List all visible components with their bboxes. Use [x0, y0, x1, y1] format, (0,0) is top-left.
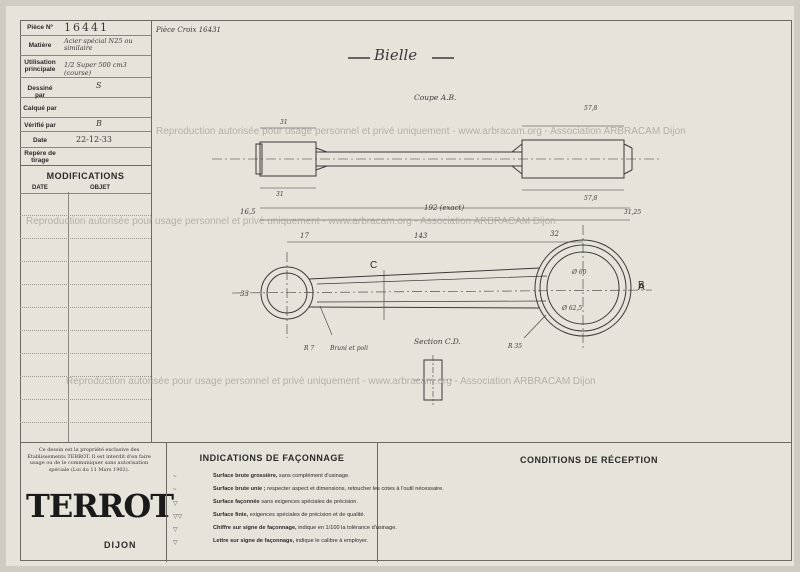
dim-right-offset: 31,25	[624, 209, 641, 216]
finish-symbol-icon: ▽	[173, 501, 178, 507]
dim-radius-35: R 35	[507, 343, 522, 350]
indication-row: ~ Surface brute unie ; respecter aspect …	[167, 486, 444, 498]
usage-value: 1/2 Super 500 cm3 (course)	[64, 61, 127, 77]
indication-bold: Lettre sur signe de façonnage,	[213, 538, 295, 544]
material-value: Acier spécial N25 ou similaire	[64, 37, 133, 52]
column-date: DATE	[32, 185, 48, 191]
dim-total-length: 192 (exact)	[424, 204, 464, 212]
part-reference: Pièce Croix 16431	[155, 26, 221, 34]
title-row-dessine: Dessiné par S	[20, 78, 151, 99]
date-value: 22-12-33	[76, 135, 112, 144]
mod-rule	[20, 330, 151, 331]
indication-bold: Chiffre sur signe de façonnage,	[213, 525, 297, 531]
drawing-title: Bielle	[373, 46, 417, 64]
indication-row: ▽ Surface façonnée sans exigences spécia…	[167, 499, 377, 511]
checked-by-value: B	[96, 119, 102, 128]
dim-top-31: 31	[280, 119, 288, 126]
watermark: Reproduction autorisée pour usage person…	[66, 376, 596, 387]
section-mark-c: C	[370, 260, 377, 271]
indications-panel: INDICATIONS DE FAÇONNAGE ~ Surface brute…	[166, 443, 444, 562]
indication-row: ▽ Chiffre sur signe de façonnage, indiqu…	[167, 525, 397, 537]
sheet-frame	[20, 20, 792, 561]
dim-inner-length: 143	[414, 232, 428, 240]
mod-rule	[20, 399, 151, 400]
mod-rule	[20, 353, 151, 354]
indication-text: sans complément d'usinage.	[278, 473, 350, 479]
indication-bold: Surface brute grossière,	[213, 473, 278, 479]
indication-row: ▽ Lettre sur signe de façonnage, indique…	[167, 538, 377, 550]
mod-rule	[20, 376, 151, 377]
dim-diameter-625: Ø 62,5	[561, 305, 582, 312]
mod-rule	[20, 215, 151, 216]
column-divider	[68, 192, 69, 442]
technical-drawing: Pièce Croix 16431 Bielle Coupe A.B. Sect…	[155, 26, 662, 405]
title-row-matiere: Matière Acier spécial N25 ou similaire	[20, 36, 151, 56]
title-row-usage: Utilisation principale 1/2 Super 500 cm3…	[20, 56, 151, 78]
title-label: Utilisation principale	[24, 59, 56, 73]
copyright-notice: Ce dessin est la propriété exclusive des…	[27, 447, 151, 473]
title-row-piece: Pièce Nº 16441	[20, 20, 151, 36]
finish-symbol-icon: ~	[173, 474, 177, 480]
dim-diameter-60: Ø 60	[571, 269, 587, 276]
section-mark-a: A	[638, 282, 645, 293]
watermark: Reproduction autorisée pour usage person…	[156, 126, 686, 137]
finish-symbol-icon: ▽	[173, 527, 178, 533]
dim-small-end: 17	[300, 232, 309, 240]
mod-rule	[20, 422, 151, 423]
section-cd-label: Section C.D.	[414, 337, 461, 346]
section-ab-label: Coupe A.B.	[414, 93, 456, 102]
indications-title: INDICATIONS DE FAÇONNAGE	[199, 453, 345, 463]
mod-rule	[20, 238, 151, 239]
modifications-title: MODIFICATIONS	[46, 171, 125, 181]
drawing-sheet: Pièce Nº 16441 Matière Acier spécial N25…	[6, 6, 794, 566]
title-label: Vérifié par	[24, 122, 56, 129]
title-row-verifie: Vérifié par B	[20, 118, 151, 132]
dim-bottom-31: 31	[276, 191, 284, 198]
indication-text: exigences spéciales de précision et de q…	[249, 512, 366, 518]
column-objet: OBJET	[90, 185, 111, 191]
title-label: Dessiné par	[27, 85, 53, 99]
header-rule	[20, 193, 151, 194]
indication-row: ~ Surface brute grossière, sans compléme…	[167, 473, 377, 485]
dim-top-578: 57,8	[584, 105, 598, 112]
finish-symbol-icon: ▽▽	[173, 514, 183, 520]
mod-rule	[20, 284, 151, 285]
indication-bold: Surface brute unie ;	[213, 486, 266, 492]
terrot-logo: TERROT	[26, 487, 174, 525]
title-label: Pièce Nº	[27, 24, 53, 31]
indication-row: ▽▽ Surface finie, exigences spéciales de…	[167, 512, 377, 524]
conditions-title: CONDITIONS DE RÉCEPTION	[520, 455, 659, 465]
logo-city: DIJON	[104, 540, 137, 550]
indication-text: respecter aspect et dimensions, retouche…	[267, 486, 444, 492]
watermark: Reproduction autorisée pour usage person…	[26, 216, 556, 227]
title-label: Matière	[28, 42, 52, 49]
polish-note: Bruni et poli	[329, 345, 368, 352]
dim-big-end: 32	[550, 230, 559, 238]
indication-bold: Surface finie,	[213, 512, 249, 518]
section-mark-b: B	[638, 280, 645, 291]
finish-symbol-icon: ▽	[173, 540, 178, 546]
mod-rule	[20, 261, 151, 262]
drawn-by-value: S	[96, 81, 102, 90]
indication-text: sans exigences spéciales de précision.	[261, 499, 358, 505]
part-number: 16441	[64, 21, 109, 34]
finish-symbol-icon: ~	[173, 487, 177, 493]
title-label: Calqué par	[23, 105, 57, 112]
dim-radius-7: R 7	[303, 345, 314, 352]
bottom-block: Ce dessin est la propriété exclusive des…	[20, 442, 792, 562]
indication-text: indique en 1/100 la tolérance d'usinage.	[298, 525, 397, 531]
indication-text: indique le calibre à employer.	[295, 538, 369, 544]
dim-small-width: 33	[240, 290, 249, 298]
title-label: Date	[32, 137, 48, 144]
title-label: Repère de tirage	[24, 150, 56, 164]
title-row-repere: Repère de tirage	[20, 148, 151, 166]
dim-left-offset: 16,5	[240, 208, 256, 216]
title-row-date: Date 22-12-33	[20, 132, 151, 148]
indication-bold: Surface façonnée	[213, 499, 260, 505]
title-row-calque: Calqué par	[20, 98, 151, 118]
dim-bottom-578: 57,8	[584, 195, 598, 202]
title-block: Pièce Nº 16441 Matière Acier spécial N25…	[20, 20, 152, 442]
mod-rule	[20, 307, 151, 308]
